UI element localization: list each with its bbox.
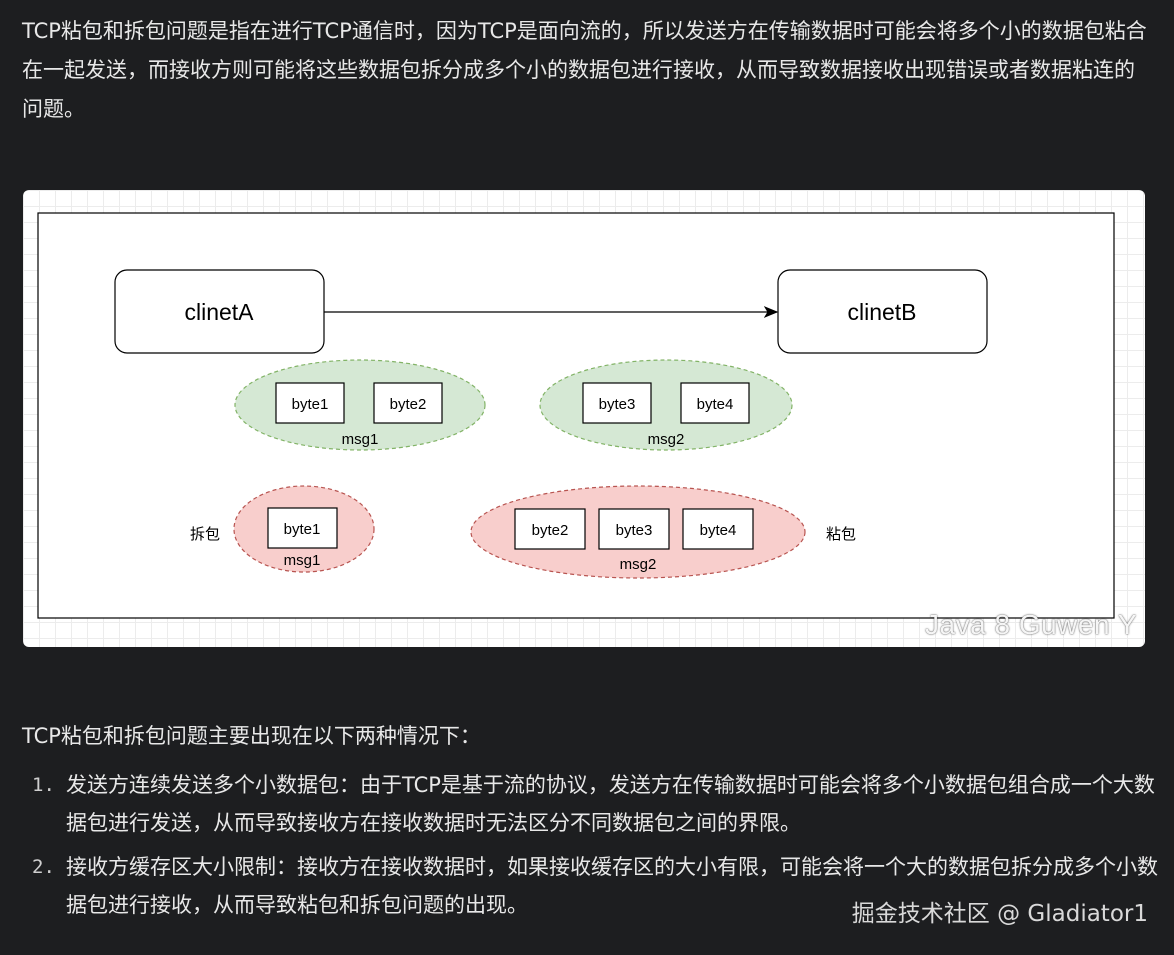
msg1-byte2-label: byte2 — [390, 396, 427, 413]
msg1-byte1-box — [275, 382, 345, 424]
sticky-byte3-label: byte3 — [616, 522, 653, 539]
sticky-byte2-label: byte2 — [532, 522, 569, 539]
sticky-byte3-box — [598, 508, 670, 550]
msg2-byte3-box — [582, 382, 652, 424]
msg2-byte4-label: byte4 — [697, 396, 734, 413]
sticky-side-label: 粘包 — [826, 525, 856, 543]
list-item-text: 接收方缓存区大小限制：接收方在接收数据时，如果接收缓存区的大小有限，可能会将一个… — [66, 855, 1158, 917]
list-item: 2. 接收方缓存区大小限制：接收方在接收数据时，如果接收缓存区的大小有限，可能会… — [22, 848, 1162, 924]
split-byte1-box — [267, 507, 338, 549]
msg2-label: msg2 — [648, 431, 685, 448]
msg2-byte3-label: byte3 — [599, 396, 636, 413]
msg1-byte2-box — [373, 382, 443, 424]
msg2-byte4-box — [680, 382, 750, 424]
sticky-byte4-label: byte4 — [700, 522, 737, 539]
sticky-byte4-box — [682, 508, 754, 550]
intro-paragraph: TCP粘包和拆包问题是指在进行TCP通信时，因为TCP是面向流的，所以发送方在传… — [22, 19, 1147, 121]
client-a-label: clinetA — [184, 299, 254, 325]
list-item-number: 2. — [32, 856, 55, 878]
cases-intro: TCP粘包和拆包问题主要出现在以下两种情况下： — [22, 724, 481, 748]
list-item-text: 发送方连续发送多个小数据包：由于TCP是基于流的协议，发送方在传输数据时可能会将… — [66, 773, 1155, 835]
page-watermark: 掘金技术社区 @ Gladiator1 — [851, 901, 1148, 927]
msg1-label: msg1 — [342, 431, 379, 448]
split-side-label: 拆包 — [190, 525, 220, 543]
split-msg1-label: msg1 — [284, 552, 321, 569]
sticky-byte2-box — [514, 508, 586, 550]
list-item-number: 1. — [32, 774, 55, 796]
split-byte1-label: byte1 — [284, 521, 321, 538]
sticky-msg2-label: msg2 — [620, 556, 657, 573]
tcp-sticky-split-diagram: clinetA clinetB byte1 byte2 msg1 byte3 b… — [23, 190, 1145, 647]
client-b-label: clinetB — [847, 299, 916, 325]
msg1-byte1-label: byte1 — [292, 396, 329, 413]
figure-watermark: Java 8 Guwen Y — [925, 609, 1137, 640]
cases-list: 1. 发送方连续发送多个小数据包：由于TCP是基于流的协议，发送方在传输数据时可… — [22, 766, 1162, 930]
list-item: 1. 发送方连续发送多个小数据包：由于TCP是基于流的协议，发送方在传输数据时可… — [22, 766, 1162, 842]
